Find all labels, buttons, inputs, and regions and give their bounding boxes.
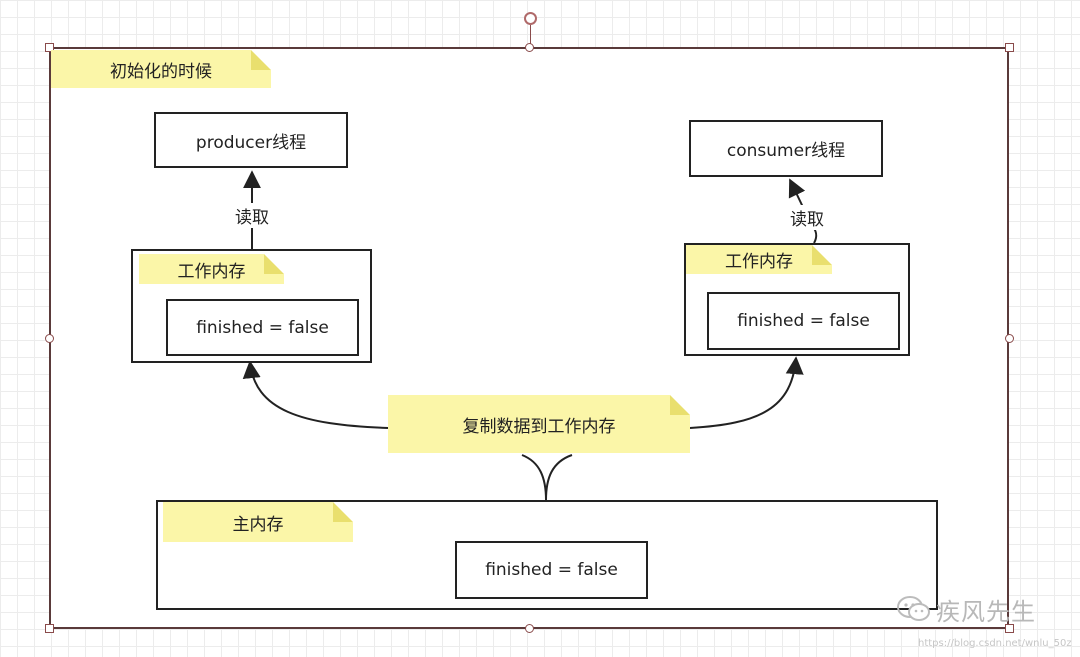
note-fold-corner <box>264 254 284 274</box>
resize-handle-bottom[interactable] <box>525 624 534 633</box>
resize-handle-left[interactable] <box>45 334 54 343</box>
main-memory-brace <box>521 454 573 501</box>
resize-handle-top-left[interactable] <box>45 43 54 52</box>
resize-handle-bottom-right[interactable] <box>1005 624 1014 633</box>
note-fold-corner <box>333 502 353 522</box>
note-fold-corner <box>812 245 832 265</box>
frame-title: 初始化的时候 <box>110 61 212 82</box>
main-memory-note[interactable]: 主内存 <box>163 502 353 542</box>
wechat-icon <box>897 596 930 621</box>
watermark-text: 疾风先生 <box>936 598 1036 626</box>
rotate-handle[interactable] <box>524 12 537 25</box>
resize-handle-bottom-left[interactable] <box>45 624 54 633</box>
copy-arrow-consumer <box>689 356 804 429</box>
resize-handle-top-right[interactable] <box>1005 43 1014 52</box>
consumer-memory-note[interactable]: 工作内存 <box>686 245 832 274</box>
consumer-thread-label: consumer线程 <box>726 141 846 161</box>
copy-data-note[interactable]: 复制数据到工作内存 <box>388 395 690 453</box>
consumer-memory-title: 工作内存 <box>725 252 793 272</box>
consumer-variable-box[interactable]: finished = false <box>707 292 900 350</box>
copy-data-label: 复制数据到工作内存 <box>462 416 616 437</box>
consumer-read-label: 读取 <box>788 205 826 230</box>
rotate-stem <box>530 25 531 44</box>
producer-thread-label: producer线程 <box>195 132 307 153</box>
resize-handle-right[interactable] <box>1005 334 1014 343</box>
producer-memory-note[interactable]: 工作内存 <box>139 254 284 284</box>
copy-arrow-producer <box>242 360 389 429</box>
consumer-variable: finished = false <box>737 311 870 331</box>
watermark-url: https://blog.csdn.net/wnlu_50z <box>918 638 1072 649</box>
producer-variable: finished = false <box>196 317 329 338</box>
producer-read-label: 读取 <box>233 203 271 228</box>
note-fold-corner <box>670 395 690 415</box>
producer-memory-title: 工作内存 <box>177 261 246 282</box>
note-fold-corner <box>251 50 271 70</box>
main-memory-title: 主内存 <box>232 514 284 535</box>
producer-variable-box[interactable]: finished = false <box>166 299 359 356</box>
main-memory-variable: finished = false <box>485 560 618 580</box>
producer-thread-box[interactable]: producer线程 <box>154 112 348 168</box>
frame-title-note[interactable]: 初始化的时候 <box>51 50 271 88</box>
main-memory-variable-box[interactable]: finished = false <box>455 541 648 599</box>
resize-handle-top[interactable] <box>525 43 534 52</box>
consumer-thread-box[interactable]: consumer线程 <box>689 120 883 177</box>
